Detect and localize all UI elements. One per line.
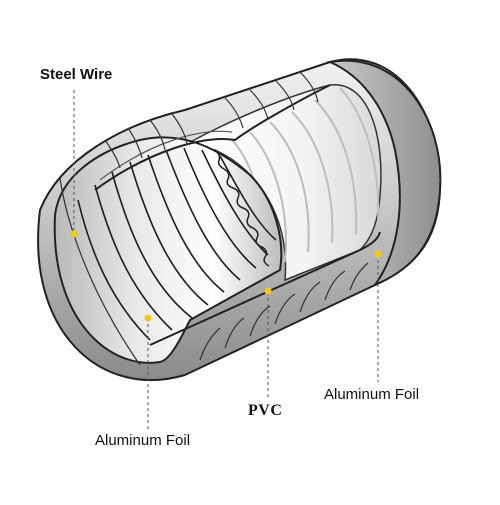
steel-wire-dot [70,230,78,238]
label-aluminum-foil-outer: Aluminum Foil [324,386,420,403]
label-steel-wire: Steel Wire [40,66,113,83]
label-aluminum-foil-inner: Aluminum Foil [95,432,191,449]
bottom-cut-lip [149,231,381,346]
pvc-rings [231,87,380,271]
aluminum-foil-outer-dot [374,250,382,258]
jacket-ribs [59,71,369,366]
label-pvc: PVC [248,402,283,419]
aluminum-foil-inner-dot [144,314,152,322]
leader-dots [70,230,382,322]
right-end-cap [326,59,442,288]
pvc-dot [264,287,272,295]
cut-edge-wave [214,149,270,267]
leader-lines [73,90,379,430]
top-cut-rim [94,84,331,191]
